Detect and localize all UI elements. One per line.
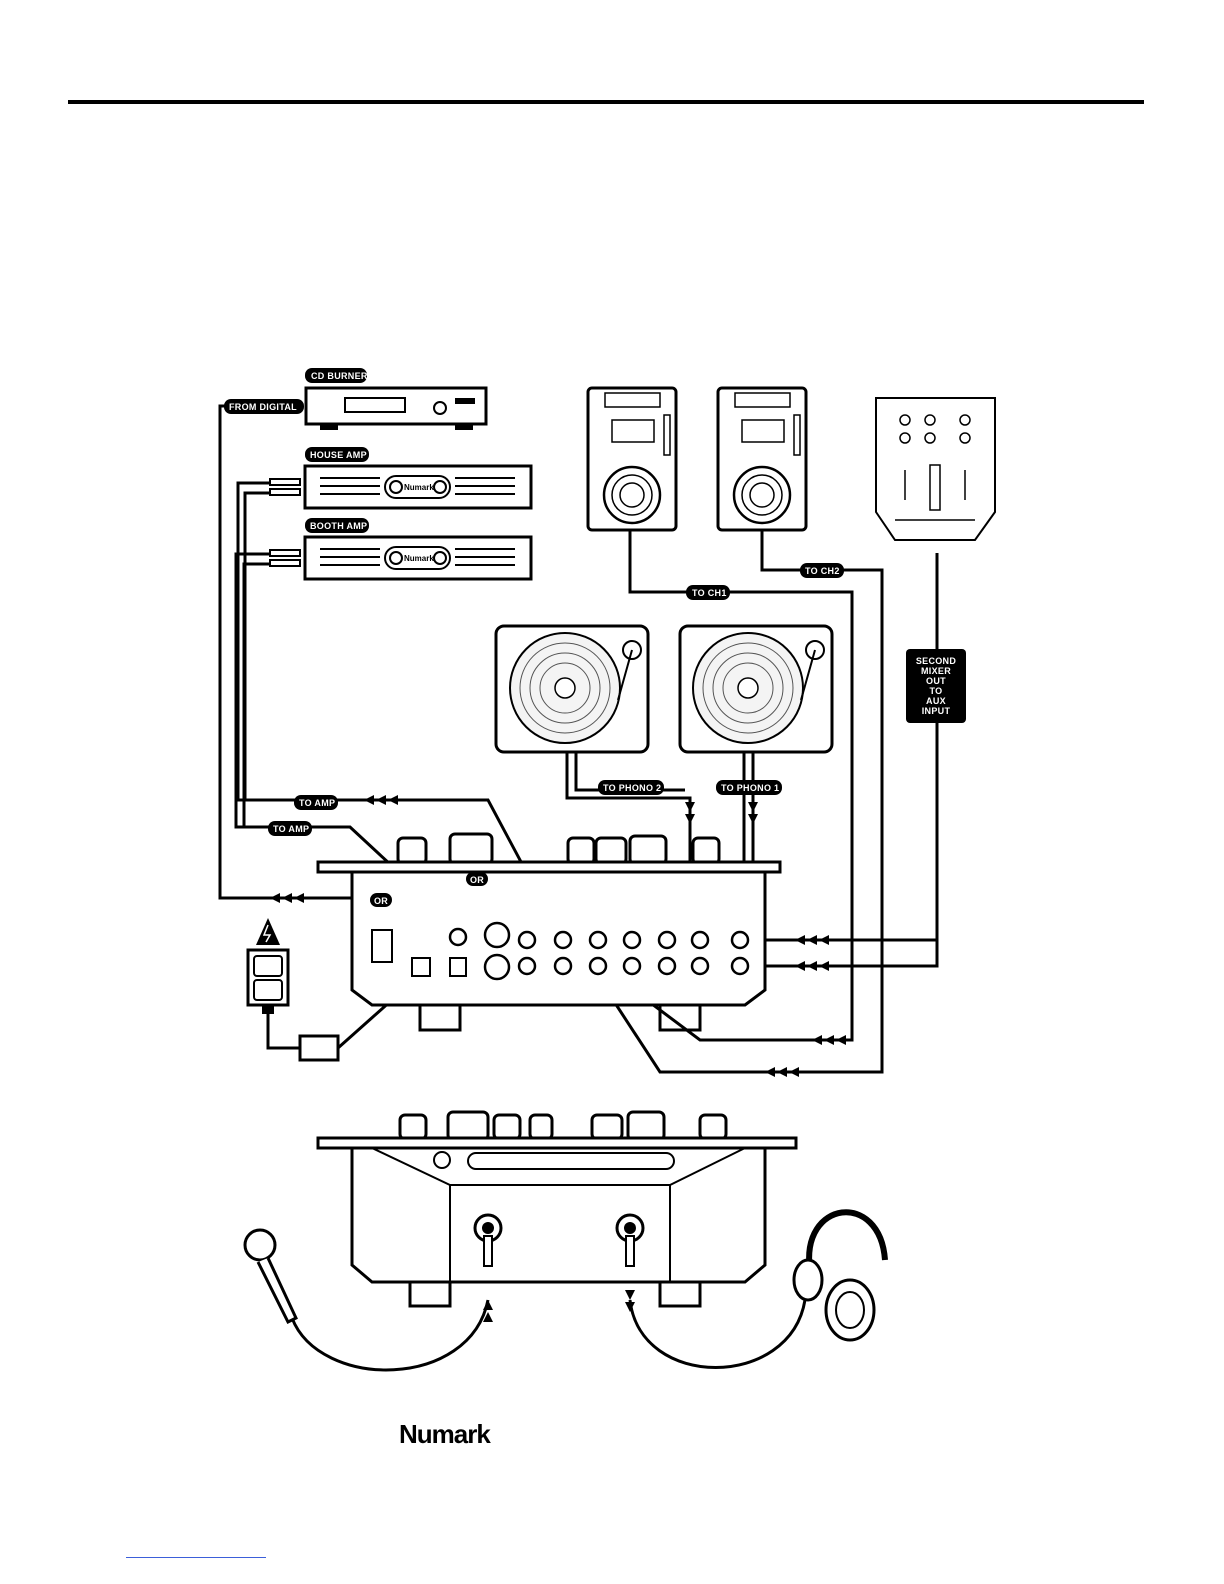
cable-house-amp-2 bbox=[245, 493, 270, 800]
label-booth-amp: BOOTH AMP bbox=[310, 521, 367, 531]
label-to-ch2: TO CH2 bbox=[805, 566, 840, 576]
cd-burner bbox=[306, 388, 486, 430]
footer-link-underline bbox=[126, 1557, 266, 1558]
label-second-mixer-2: MIXER bbox=[921, 666, 951, 676]
label-to-ch1: TO CH1 bbox=[692, 588, 727, 598]
label-second-mixer-3: OUT bbox=[926, 676, 946, 686]
booth-amp-brand: Numark bbox=[404, 554, 434, 563]
headphones bbox=[794, 1212, 885, 1340]
label-second-mixer-6: INPUT bbox=[922, 706, 951, 716]
cable-power-plug bbox=[268, 1012, 300, 1048]
power-outlet bbox=[248, 918, 338, 1060]
label-to-amp-1: TO AMP bbox=[299, 798, 335, 808]
cable-headphones bbox=[630, 1300, 805, 1368]
label-or-2: OR bbox=[374, 896, 388, 906]
footer-brand-logo: Numark bbox=[399, 1419, 491, 1449]
booth-amp: Numark bbox=[305, 537, 531, 579]
second-mixer bbox=[876, 398, 995, 540]
turntable-2 bbox=[496, 626, 648, 752]
label-from-digital: FROM DIGITAL bbox=[229, 402, 297, 412]
cable-second-mixer-2 bbox=[760, 940, 937, 966]
label-to-phono1: TO PHONO 1 bbox=[721, 783, 779, 793]
label-or-1: OR bbox=[470, 875, 484, 885]
main-mixer-rear bbox=[318, 834, 780, 1030]
microphone bbox=[245, 1230, 296, 1322]
label-cd-burner: CD BURNER bbox=[311, 371, 368, 381]
cable-booth-amp-2 bbox=[244, 564, 270, 827]
turntable-1 bbox=[680, 626, 832, 752]
cd-player-2 bbox=[718, 388, 806, 530]
label-second-mixer-1: SECOND bbox=[916, 656, 957, 666]
house-amp: Numark bbox=[305, 466, 531, 508]
label-house-amp: HOUSE AMP bbox=[310, 450, 367, 460]
main-mixer-front bbox=[318, 1112, 796, 1306]
label-second-mixer-5: AUX bbox=[926, 696, 946, 706]
label-to-amp-2: TO AMP bbox=[273, 824, 309, 834]
cable-mic bbox=[292, 1300, 488, 1370]
house-amp-brand: Numark bbox=[404, 483, 434, 492]
label-to-phono2: TO PHONO 2 bbox=[603, 783, 661, 793]
label-second-mixer-4: TO bbox=[930, 686, 943, 696]
cd-player-1 bbox=[588, 388, 676, 530]
